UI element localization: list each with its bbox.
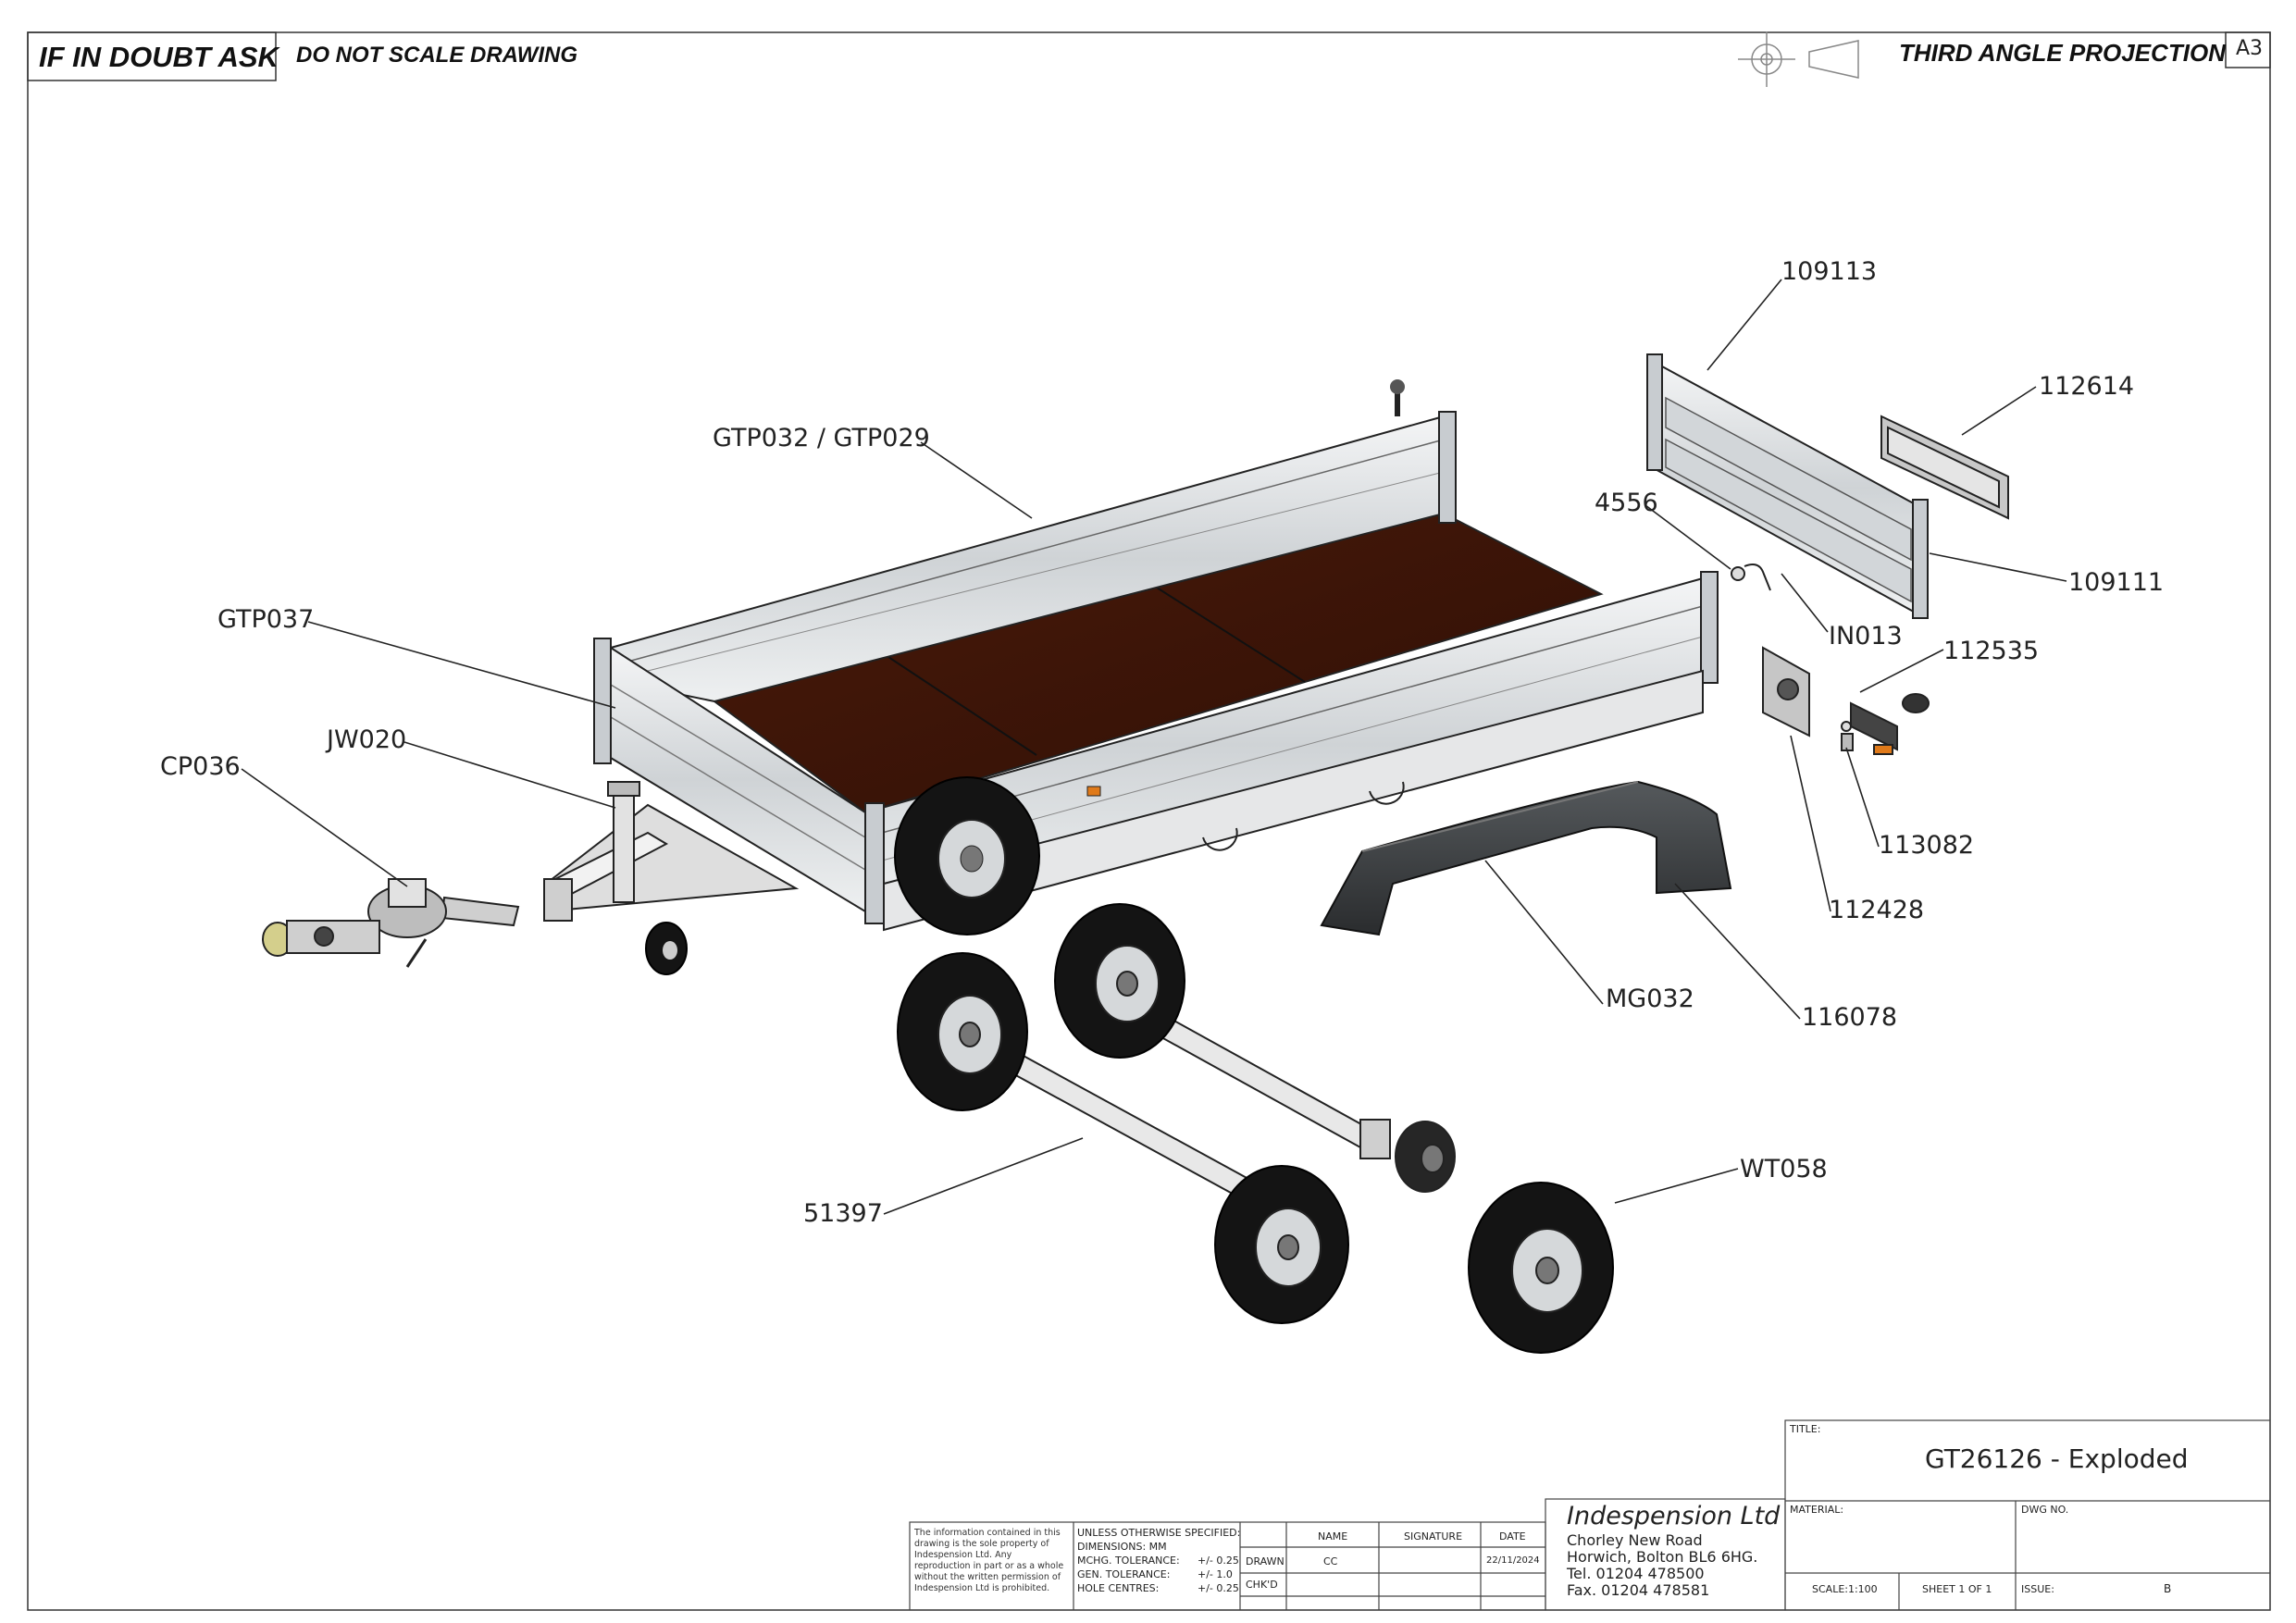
- callout-tailgate-board: 109113: [1781, 257, 1878, 286]
- ownership-notice: The information contained in this drawin…: [914, 1528, 1064, 1593]
- lamp-bracket: [1762, 646, 1810, 737]
- axle-front: [897, 952, 1349, 1324]
- drawing-title: GT26126 - Exploded: [1925, 1443, 2189, 1474]
- rear-lamp: [1841, 693, 1930, 755]
- company-name: Indespension Ltd: [1567, 1502, 1781, 1530]
- callout-catch: 4556: [1595, 489, 1658, 517]
- callout-lamp: 112535: [1943, 637, 2040, 665]
- drawn-date: 22/11/2024: [1486, 1555, 1540, 1566]
- callout-tailgate: 109111: [2068, 568, 2165, 597]
- jockey-wheel: [607, 781, 688, 975]
- col-date: DATE: [1499, 1530, 1526, 1542]
- callout-mudflap: 116078: [1802, 1003, 1898, 1032]
- spec-hole-label: HOLE CENTRES:: [1077, 1582, 1160, 1594]
- callout-mudguard: MG032: [1606, 985, 1694, 1013]
- address-line-2: Horwich, Bolton BL6 6HG.: [1567, 1548, 1758, 1566]
- trailer-body: [593, 379, 1719, 932]
- tailgate-catch: [1731, 564, 1771, 591]
- chassis-skirt: [883, 669, 1704, 932]
- spec-dimensions: DIMENSIONS: MM: [1077, 1541, 1167, 1553]
- callout-axle: 51397: [803, 1199, 883, 1228]
- drawn-name: CC: [1323, 1555, 1338, 1567]
- axle-rear: [1054, 903, 1456, 1193]
- callout-body: GTP032 / GTP029: [713, 424, 930, 452]
- coupling-head: [262, 878, 520, 968]
- callout-hinge: IN013: [1829, 622, 1903, 650]
- sheet-size: A3: [2236, 37, 2264, 60]
- spec-gen-value: +/- 1.0: [1198, 1568, 1233, 1580]
- scale-value: SCALE:1:100: [1812, 1583, 1878, 1595]
- address-line-3: Tel. 01204 478500: [1567, 1565, 1705, 1582]
- title-label: TITLE:: [1790, 1423, 1821, 1435]
- callout-coupling: CP036: [160, 752, 241, 781]
- scale-warning: DO NOT SCALE DRAWING: [296, 43, 577, 68]
- sheet-size-box: [2225, 31, 2271, 68]
- callout-chassis: GTP037: [217, 605, 315, 634]
- loose-wheel: [1468, 1182, 1614, 1354]
- issue-label: ISSUE:: [2021, 1583, 2054, 1595]
- tailgate: [1646, 353, 1929, 619]
- spec-heading: UNLESS OTHERWISE SPECIFIED:: [1077, 1527, 1241, 1539]
- callout-reflector: 113082: [1879, 831, 1975, 860]
- issue-value: B: [2164, 1582, 2172, 1595]
- title-block-lines: [909, 1419, 2271, 1611]
- col-signature: SIGNATURE: [1404, 1530, 1463, 1542]
- material-label: MATERIAL:: [1790, 1504, 1844, 1516]
- callout-lamp-bracket: 112428: [1829, 896, 1925, 924]
- drawbar: [543, 803, 800, 922]
- spec-mchg-label: MCHG. TOLERANCE:: [1077, 1555, 1180, 1567]
- doubt-box: [27, 31, 277, 81]
- callout-jockey-wheel: JW020: [327, 725, 407, 754]
- mudguard: [1320, 780, 1732, 936]
- dwg-no-label: DWG NO.: [2021, 1504, 2069, 1516]
- small-reflector: [1841, 733, 1854, 751]
- callout-plate-bracket: 112614: [2039, 372, 2135, 401]
- spec-hole-value: +/- 0.25: [1198, 1582, 1239, 1594]
- mounted-wheel: [894, 776, 1040, 935]
- projection-symbol: [1738, 31, 1859, 87]
- row-chkd: CHK'D: [1246, 1579, 1278, 1591]
- spec-mchg-value: +/- 0.25: [1198, 1555, 1239, 1567]
- doubt-label: IF IN DOUBT ASK: [39, 41, 279, 73]
- sheet-value: SHEET 1 OF 1: [1922, 1583, 1992, 1595]
- row-drawn: DRAWN: [1246, 1555, 1285, 1567]
- projection-label: THIRD ANGLE PROJECTION: [1899, 39, 2226, 67]
- address-line-4: Fax. 01204 478581: [1567, 1581, 1710, 1599]
- spec-gen-label: GEN. TOLERANCE:: [1077, 1568, 1171, 1580]
- leader-lines: [241, 279, 2067, 1215]
- callout-wheel: WT058: [1740, 1155, 1828, 1183]
- col-name: NAME: [1318, 1530, 1348, 1542]
- number-plate-bracket: [1880, 415, 2009, 520]
- address-line-1: Chorley New Road: [1567, 1531, 1703, 1549]
